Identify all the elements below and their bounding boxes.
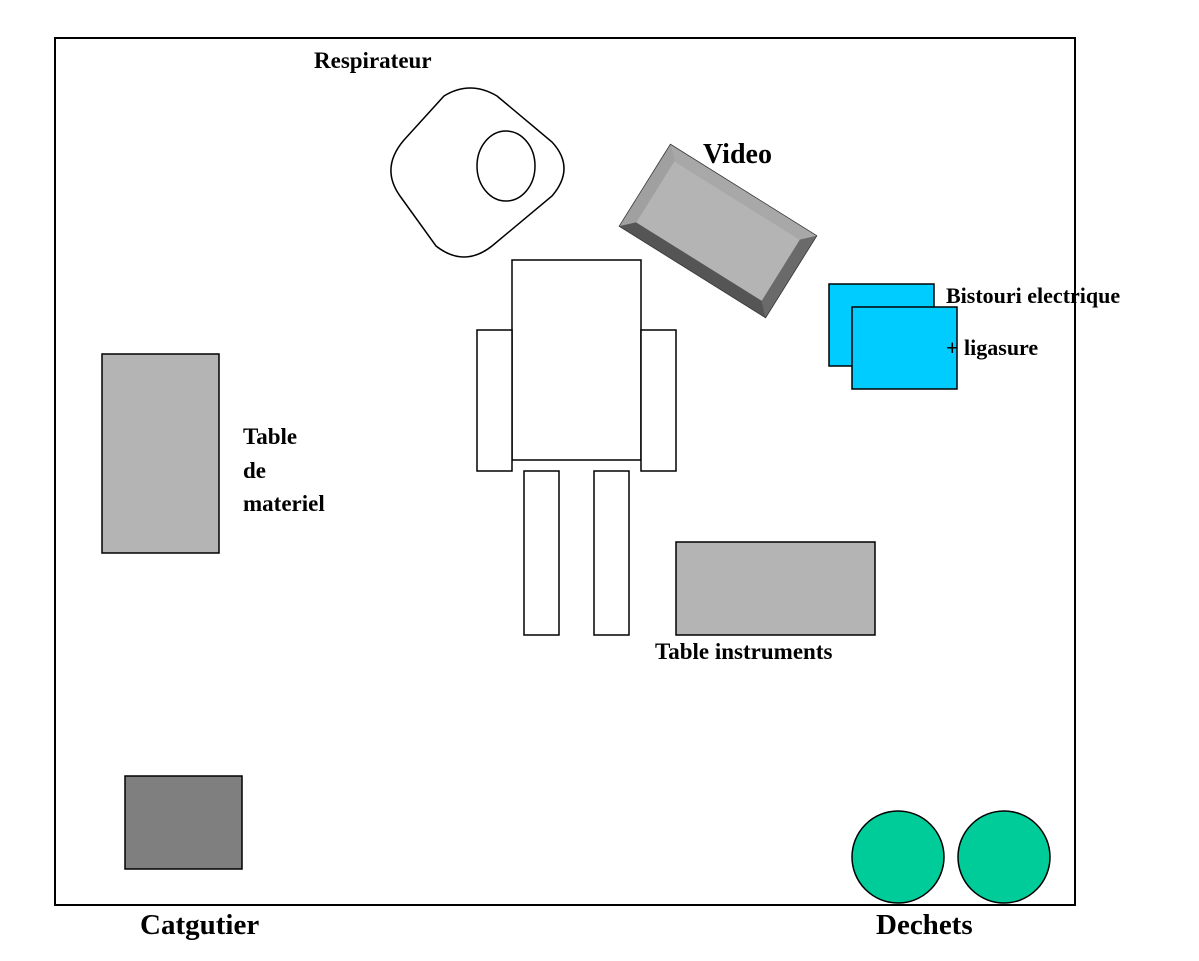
dechets-bin-left: [851, 810, 945, 904]
electric-scalpel-unit-icon: [828, 283, 958, 390]
bistouri-box-front: [851, 306, 958, 390]
room-outline: [54, 37, 1076, 906]
respirator-icon: [390, 87, 565, 258]
table-materiel-label-line3: materiel: [243, 491, 325, 516]
waste-bin-icon: [851, 810, 1051, 904]
video-bevel-left: [619, 144, 675, 227]
bistouri-label-line1: Bistouri electrique: [946, 283, 1120, 308]
table-instruments: [675, 541, 876, 636]
patient-right-leg: [593, 470, 630, 636]
respirateur-label: Respirateur: [314, 48, 432, 73]
video-screen: [636, 161, 800, 301]
table-materiel: [101, 353, 220, 554]
video-bevel-bottom: [619, 222, 766, 318]
bistouri-label-line2: + ligasure: [946, 335, 1038, 360]
patient-left-arm: [476, 329, 513, 472]
patient-figure-icon: [476, 259, 677, 636]
video-monitor-icon: [618, 143, 818, 319]
video-bevel-top: [670, 144, 817, 240]
patient-right-arm: [640, 329, 677, 472]
dechets-label: Dechets: [876, 909, 973, 941]
respirator-dial: [476, 130, 536, 202]
video-bevel-right: [761, 235, 817, 318]
table-materiel-label-line2: de: [243, 458, 266, 483]
dechets-bin-right: [957, 810, 1051, 904]
table-materiel-label-line1: Table: [243, 424, 297, 449]
video-label: Video: [703, 139, 772, 170]
table-instruments-label: Table instruments: [655, 639, 832, 664]
patient-torso: [511, 259, 642, 461]
patient-left-leg: [523, 470, 560, 636]
catgutier-label: Catgutier: [140, 909, 259, 941]
catgutier-box: [124, 775, 243, 870]
